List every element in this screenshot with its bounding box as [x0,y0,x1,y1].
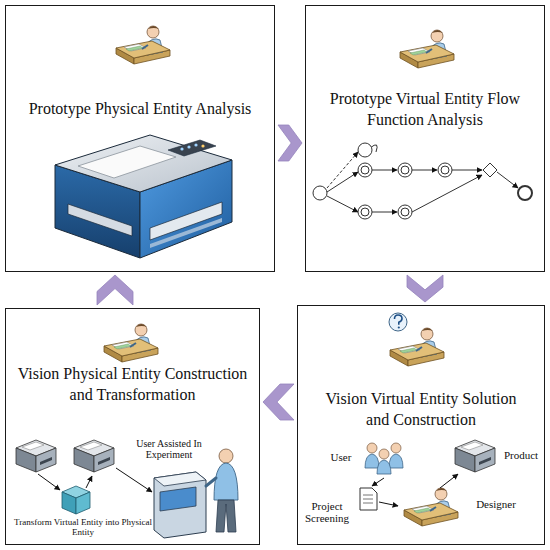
icon-label: Designer [466,498,526,510]
chevron-arrow [97,275,133,305]
icon-label: Project Screening [296,500,358,525]
icon-label: Transform Virtual Entity into Physical E… [8,517,158,537]
chevron-arrow [407,275,443,302]
process-panel: Prototype Virtual Entity Flow Function A… [305,5,545,272]
label-holder: Product [497,449,545,461]
process-panel: Vision Physical Entity Construction and … [5,308,260,545]
label-holder: User Assisted In Experiment [126,438,212,460]
label-holder: User [320,451,362,463]
icon-label: User Assisted In Experiment [126,438,212,460]
label-holder: Designer [466,498,526,510]
chevron-arrow [263,384,294,420]
icon-label: Product [497,449,545,461]
label-holder: Transform Virtual Entity into Physical E… [8,517,158,537]
process-panel: Prototype Physical Entity Analysis [5,5,275,272]
panel-title: Vision Physical Entity Construction and … [9,364,257,406]
label-holder: Project Screening [296,500,358,525]
panel-title: Vision Virtual Entity Solution and Const… [319,389,524,431]
icon-label: User [320,451,362,463]
panel-title: Prototype Virtual Entity Flow Function A… [323,89,528,131]
chevron-arrow [278,125,302,161]
panel-title: Prototype Physical Entity Analysis [9,99,271,120]
